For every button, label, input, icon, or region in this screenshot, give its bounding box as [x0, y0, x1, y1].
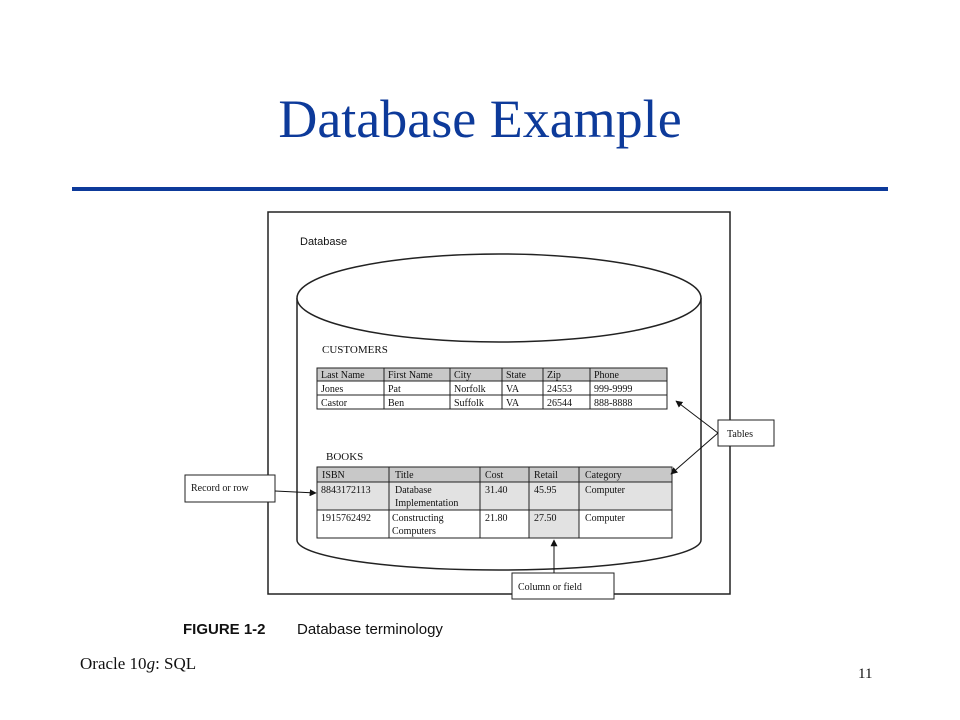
books-cell: 31.40 — [485, 485, 508, 496]
tables-arrow-icon — [675, 400, 719, 434]
books-header-cell: Cost — [485, 470, 504, 481]
tables-arrow-icon — [670, 432, 719, 475]
record-arrow-icon — [274, 489, 317, 497]
books-cell: Implementation — [395, 498, 458, 509]
books-cell: Computers — [392, 526, 436, 537]
customers-cell: Ben — [388, 398, 404, 409]
customers-header-cell: First Name — [388, 370, 433, 381]
customers-cell: 26544 — [547, 398, 572, 409]
customers-cell: VA — [506, 384, 520, 395]
slide-title: Database Example — [278, 89, 682, 149]
books-cell: 45.95 — [534, 485, 557, 496]
highlighted-record-row — [317, 482, 672, 510]
customers-cell: Jones — [321, 384, 343, 395]
column-callout-label: Column or field — [518, 582, 582, 593]
books-cell: Computer — [585, 485, 626, 496]
customers-cell: 999-9999 — [594, 384, 632, 395]
tables-callout — [717, 419, 775, 447]
customers-cell: Suffolk — [454, 398, 484, 409]
customers-cell: 24553 — [547, 384, 572, 395]
tables-callout-label: Tables — [727, 429, 753, 440]
books-table: ISBN Title Cost Retail Category 88431721… — [316, 466, 673, 539]
books-cell: Constructing — [392, 513, 444, 524]
footer-suffix: : SQL — [155, 654, 197, 673]
highlighted-column-cell — [529, 510, 579, 538]
figure-caption-text: Database terminology — [297, 621, 443, 638]
customers-header-cell: City — [454, 370, 471, 381]
books-cell: 8843172113 — [321, 485, 371, 496]
customers-cell: VA — [506, 398, 520, 409]
books-cell: 21.80 — [485, 513, 508, 524]
footer-italic: g — [146, 654, 156, 673]
customers-table-label: CUSTOMERS — [322, 344, 388, 356]
customers-cell: Pat — [388, 384, 401, 395]
books-table-label: BOOKS — [326, 451, 363, 463]
customers-table: Last Name First Name City State Zip Phon… — [316, 367, 668, 410]
customers-cell: Norfolk — [454, 384, 486, 395]
books-header-cell: Title — [395, 470, 414, 481]
database-label: Database — [300, 236, 347, 248]
customers-header-cell: Phone — [594, 370, 620, 381]
footer-prefix: Oracle 10 — [80, 654, 147, 673]
books-header-cell: ISBN — [322, 470, 345, 481]
customers-header-cell: State — [506, 370, 527, 381]
column-callout — [511, 572, 615, 600]
books-cell: Computer — [585, 513, 626, 524]
page-number: 11 — [858, 666, 873, 682]
record-callout — [184, 474, 276, 503]
footer-course-label: Oracle 10g: SQL — [80, 654, 196, 674]
customers-header-cell: Last Name — [321, 370, 365, 381]
books-header-cell: Retail — [534, 470, 558, 481]
customers-header-cell: Zip — [547, 370, 561, 381]
books-cell: 27.50 — [534, 513, 557, 524]
title-divider — [72, 187, 888, 191]
books-cell: 1915762492 — [321, 513, 371, 524]
customers-cell: Castor — [321, 398, 348, 409]
customers-cell: 888-8888 — [594, 398, 632, 409]
books-cell: Database — [395, 485, 432, 496]
record-callout-label: Record or row — [191, 483, 250, 494]
books-header-cell: Category — [585, 470, 622, 481]
figure-caption-number: FIGURE 1-2 — [183, 621, 266, 638]
